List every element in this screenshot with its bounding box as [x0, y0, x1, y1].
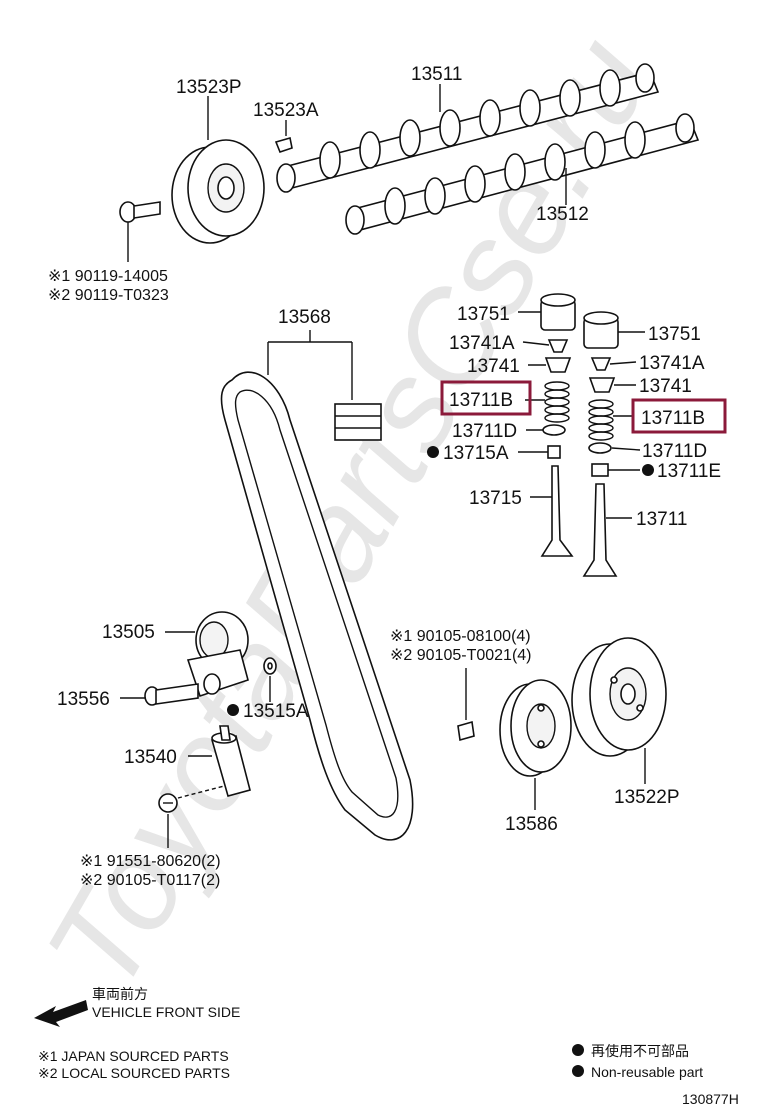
- bolt-13523A: [274, 136, 293, 153]
- crank-pulley-13586: [499, 679, 572, 777]
- timing-belt-13568: [220, 371, 414, 841]
- bullet-icon: [572, 1044, 584, 1056]
- valve-train-right: [582, 311, 619, 577]
- bolt-code-b1-2: ※2 90119-T0323: [48, 287, 169, 304]
- direction-jp: 車両前方: [92, 986, 148, 1002]
- bolt-code-b2-1: ※1 90105-08100(4): [390, 628, 531, 645]
- label-13556: 13556: [57, 689, 110, 710]
- bolt-b3: [158, 793, 178, 813]
- bolt-code-b1-1: ※1 90119-14005: [48, 268, 168, 285]
- label-13711: 13711: [636, 509, 687, 530]
- crank-pulley-13522P: [571, 637, 667, 757]
- valve-train-left: [540, 293, 576, 557]
- tensioner-13540: [210, 725, 251, 797]
- label-13568: 13568: [278, 307, 331, 328]
- label-13711E: 13711E: [657, 461, 721, 482]
- label-13741A-left: 13741A: [449, 333, 515, 354]
- bolt-code-b2-2: ※2 90105-T0021(4): [390, 647, 532, 664]
- label-13540: 13540: [124, 747, 177, 768]
- label-13711B-left: 13711B: [449, 390, 513, 411]
- label-13711B-right: 13711B: [641, 408, 705, 429]
- label-13515A: 13515A: [243, 701, 309, 722]
- legend-note-1: ※1 JAPAN SOURCED PARTS: [38, 1048, 229, 1064]
- bullet-icon: [427, 446, 439, 458]
- bullet-icon: [572, 1065, 584, 1077]
- bolt-b2: [457, 720, 475, 742]
- washer-13515A: [263, 657, 277, 675]
- label-13505: 13505: [102, 622, 155, 643]
- bullet-icon: [227, 704, 239, 716]
- legend-note-2: ※2 LOCAL SOURCED PARTS: [38, 1065, 230, 1081]
- legend-nonreuse-en: Non-reusable part: [591, 1064, 703, 1080]
- label-13711D-right: 13711D: [642, 441, 707, 462]
- bullet-icon: [642, 464, 654, 476]
- pulley-bolt: [119, 201, 161, 223]
- label-13715: 13715: [469, 488, 522, 509]
- label-13741-right: 13741: [639, 376, 692, 397]
- label-13522P: 13522P: [614, 787, 680, 808]
- bolt-13556: [144, 683, 199, 706]
- direction-en: VEHICLE FRONT SIDE: [92, 1004, 240, 1020]
- label-13741A-right: 13741A: [639, 353, 705, 374]
- label-13751-left: 13751: [457, 304, 510, 325]
- diagram-id: 130877H: [682, 1091, 739, 1107]
- label-13741-left: 13741: [467, 356, 520, 377]
- legend-nonreuse-jp: 再使用不可部品: [591, 1043, 689, 1059]
- label-13523P: 13523P: [176, 77, 242, 98]
- label-13512: 13512: [536, 204, 589, 225]
- cam-pulley-13523P: [171, 139, 265, 244]
- highlight-box-13711B-left: [440, 380, 532, 416]
- camshaft-13512: [345, 113, 700, 235]
- label-13715A: 13715A: [443, 443, 509, 464]
- label-13523A: 13523A: [253, 100, 319, 121]
- bolt-code-b3-1: ※1 91551-80620(2): [80, 853, 221, 870]
- bolt-code-b3-2: ※2 90105-T0117(2): [80, 872, 220, 889]
- label-13511: 13511: [411, 64, 462, 85]
- highlight-box-13711B-right: [631, 398, 727, 434]
- label-13711D-left: 13711D: [452, 421, 517, 442]
- label-13751-right: 13751: [648, 324, 701, 345]
- camshaft-13511: [276, 63, 660, 193]
- label-13586: 13586: [505, 814, 558, 835]
- arrow-left-icon: [34, 1000, 88, 1027]
